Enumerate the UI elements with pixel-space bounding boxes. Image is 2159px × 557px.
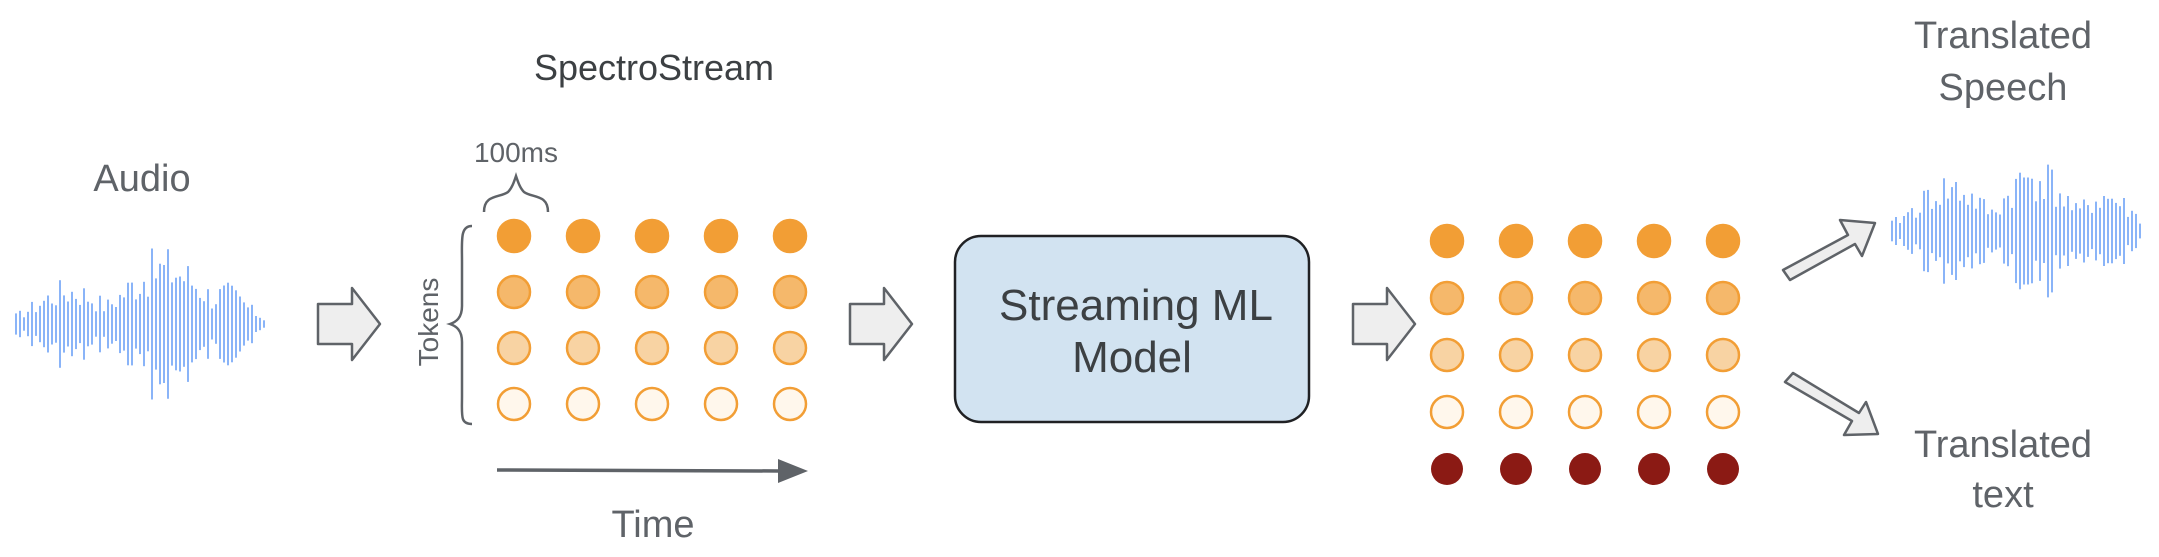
token-dot — [703, 274, 739, 310]
translated-text-label-line2: text — [1972, 474, 2034, 516]
token-dot — [1429, 280, 1465, 316]
token-dot — [634, 274, 670, 310]
token-dot — [1429, 337, 1465, 373]
arrow-right-icon — [848, 286, 914, 362]
token-dot — [1705, 337, 1741, 373]
streaming-ml-model-box — [953, 234, 1311, 424]
input-token-grid — [496, 218, 808, 422]
translated-text-label-line1: Translated — [1914, 424, 2092, 466]
token-dot — [703, 218, 739, 254]
translated-speech-waveform — [1891, 164, 2141, 298]
model-label-line2: Model — [1072, 333, 1192, 382]
arrow-right-icon — [1351, 286, 1417, 362]
token-dot — [1429, 394, 1465, 430]
arrow-right-icon — [316, 286, 382, 362]
token-dot — [1567, 394, 1603, 430]
token-dot — [1636, 394, 1672, 430]
token-dot — [1705, 394, 1741, 430]
token-dot — [634, 330, 670, 366]
token-dot — [634, 218, 670, 254]
token-dot — [565, 330, 601, 366]
token-dot — [1567, 337, 1603, 373]
duration-brace — [482, 172, 550, 213]
token-dot — [1638, 453, 1670, 485]
tokens-brace — [446, 224, 473, 426]
token-dot — [1500, 453, 1532, 485]
token-dot — [703, 330, 739, 366]
token-dot — [1429, 223, 1465, 259]
token-dot — [565, 218, 601, 254]
time-axis-line — [496, 468, 781, 473]
token-dot — [1705, 280, 1741, 316]
time-label: Time — [611, 504, 694, 546]
audio-label: Audio — [93, 158, 190, 200]
arrow-down-right-icon — [1783, 371, 1880, 437]
token-dot — [772, 218, 808, 254]
token-dot — [496, 218, 532, 254]
token-dot — [1636, 223, 1672, 259]
token-dot — [496, 386, 532, 422]
token-dot — [1567, 223, 1603, 259]
token-dot — [1498, 223, 1534, 259]
audio-waveform — [15, 248, 265, 400]
token-dot — [1431, 453, 1463, 485]
token-dot — [565, 386, 601, 422]
output-token-grid — [1429, 223, 1741, 485]
token-dot — [703, 386, 739, 422]
token-dot — [1498, 337, 1534, 373]
token-dot — [1567, 280, 1603, 316]
tokens-label: Tokens — [413, 278, 444, 367]
translated-speech-label-line1: Translated — [1914, 15, 2092, 57]
token-dot — [496, 274, 532, 310]
spectrostream-title: SpectroStream — [534, 47, 774, 88]
token-dot — [1705, 223, 1741, 259]
token-dot — [565, 274, 601, 310]
token-dot — [496, 330, 532, 366]
token-dot — [1636, 280, 1672, 316]
token-dot — [772, 274, 808, 310]
token-dot — [634, 386, 670, 422]
token-dot — [1569, 453, 1601, 485]
time-arrowhead-icon — [778, 459, 808, 483]
token-dot — [1636, 337, 1672, 373]
duration-label: 100ms — [474, 137, 558, 168]
token-dot — [1498, 394, 1534, 430]
token-dot — [1707, 453, 1739, 485]
translated-speech-label-line2: Speech — [1939, 67, 2068, 109]
arrow-up-right-icon — [1781, 218, 1877, 282]
token-dot — [1498, 280, 1534, 316]
token-dot — [772, 386, 808, 422]
model-label-line1: Streaming ML — [999, 281, 1273, 330]
token-dot — [772, 330, 808, 366]
